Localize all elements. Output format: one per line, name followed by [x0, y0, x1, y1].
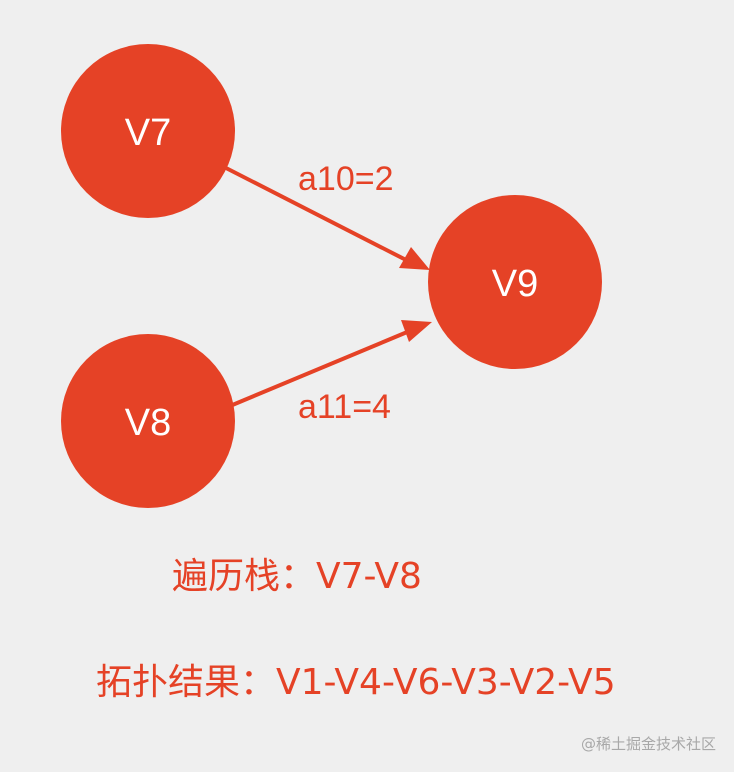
node-v8: V8 — [61, 334, 235, 508]
node-v9: V9 — [428, 195, 602, 369]
edge-a10-line — [225, 166, 411, 264]
node-v7: V7 — [61, 44, 235, 218]
edge-a10-arrowhead — [399, 247, 430, 270]
topological-result-caption: 拓扑结果：V1-V4-V6-V3-V2-V5 — [96, 662, 616, 703]
traversal-stack-caption: 遍历栈：V7-V8 — [172, 556, 422, 597]
node-v8-label: V8 — [125, 402, 171, 444]
edge-a11-label: a11=4 — [298, 388, 391, 426]
node-v9-label: V9 — [492, 263, 538, 305]
edge-a11-line — [229, 328, 413, 408]
node-v9-circle — [428, 195, 602, 369]
node-v7-label: V7 — [125, 112, 171, 154]
node-v7-circle — [61, 44, 235, 218]
watermark: @稀土掘金技术社区 — [580, 735, 716, 753]
edge-a11: a11=4 — [229, 320, 432, 426]
edge-a10: a10=2 — [225, 160, 430, 270]
edge-a11-arrowhead — [401, 320, 432, 342]
node-v8-circle — [61, 334, 235, 508]
edge-a10-label: a10=2 — [298, 160, 394, 198]
